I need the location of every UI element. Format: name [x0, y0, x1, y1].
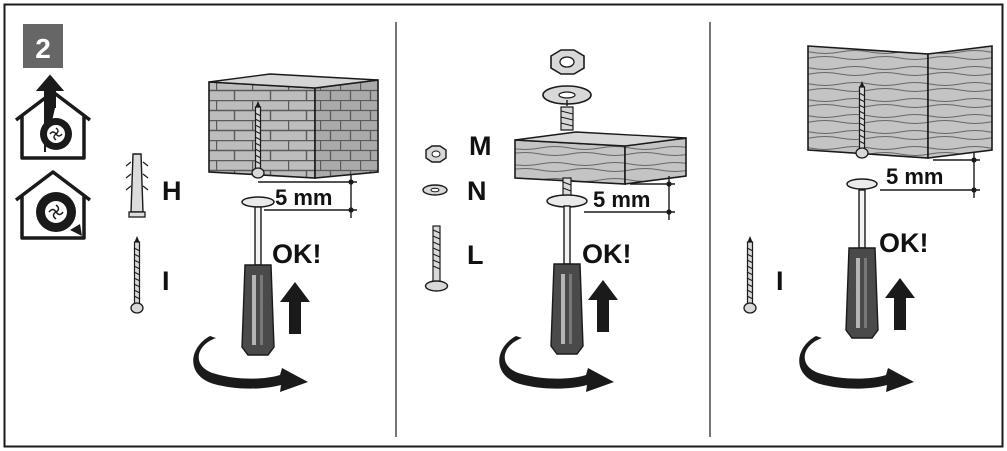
panel-2-nut-top	[550, 49, 585, 75]
house-recirculation-mode-icon	[14, 170, 92, 240]
panel-2-ok-label: OK!	[582, 239, 632, 269]
panel-1-gap-label: 5 mm	[275, 185, 332, 210]
panel-3-gap-dimension: 5 mm	[880, 152, 980, 198]
panel-2-gap-dimension: 5 mm	[584, 176, 675, 220]
panel-3: 5 mm OK! I	[743, 45, 993, 393]
part-label-i-panel-3: I	[776, 266, 784, 296]
panel-2-bolt	[562, 177, 572, 197]
panel-1-gap-dimension: 5 mm	[258, 174, 357, 218]
panel-3-ok-label: OK!	[879, 228, 929, 258]
panel-3-gap-label: 5 mm	[886, 164, 943, 189]
panel-3-washer	[846, 178, 878, 190]
panel-2: 5 mm OK! M N L	[422, 49, 687, 393]
panel-2-washer	[546, 194, 588, 208]
washer-n-icon	[422, 184, 448, 196]
wood-beam-ceiling	[807, 45, 993, 159]
panel-2-bolt-end	[560, 100, 574, 131]
nut-m-icon	[425, 145, 447, 163]
panel-1-washer	[241, 196, 275, 208]
wood-plank-ceiling	[514, 131, 687, 185]
part-label-l: L	[467, 240, 484, 270]
step-number: 2	[35, 33, 51, 64]
step-badge: 2	[23, 24, 63, 68]
brick-ceiling	[208, 73, 379, 179]
panel-1: 5 mm OK! H I	[125, 73, 379, 393]
part-label-m: M	[469, 131, 492, 161]
panel-1-ok-label: OK!	[272, 239, 322, 269]
bolt-l-icon	[424, 225, 449, 292]
part-label-n: N	[467, 176, 487, 206]
panel-2-gap-label: 5 mm	[593, 187, 650, 212]
part-label-h: H	[162, 176, 182, 206]
house-extraction-mode-icon	[14, 74, 92, 160]
part-label-i-panel-1: I	[162, 266, 170, 296]
